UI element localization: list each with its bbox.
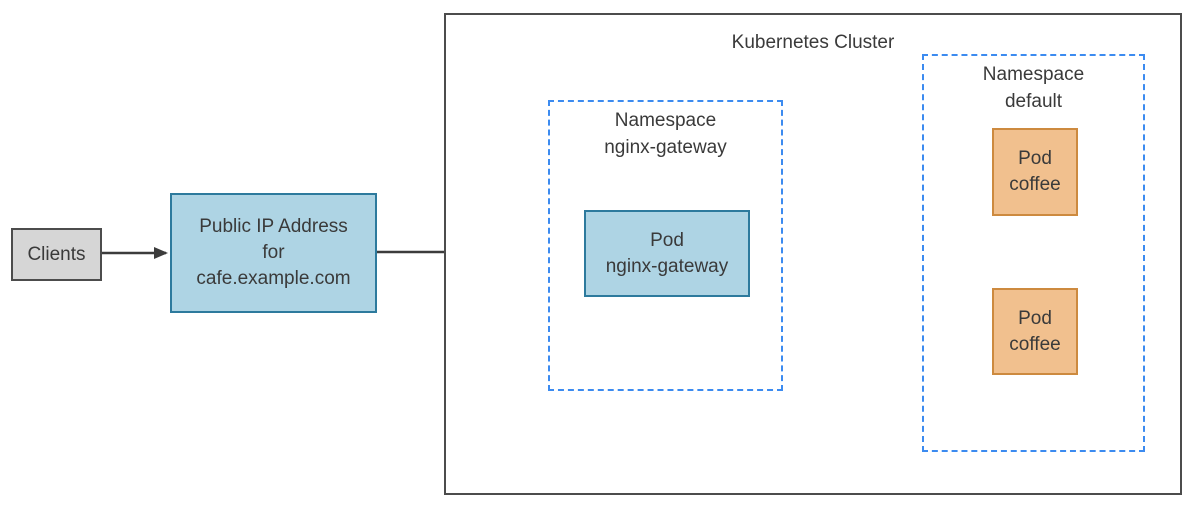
namespace-default-container: Namespace default (922, 54, 1145, 452)
pod-nginx-gateway-node: Pod nginx-gateway (584, 210, 750, 297)
pod-coffee-bottom-label-line2: coffee (1009, 333, 1061, 355)
public-ip-label-line3: cafe.example.com (196, 268, 351, 289)
pod-coffee-top-label-line2: coffee (1009, 174, 1061, 195)
kubernetes-cluster-container: Kubernetes Cluster (444, 13, 1182, 495)
clients-label: Clients (27, 243, 86, 265)
namespace-nginx-gateway-label: Namespace nginx-gateway (550, 107, 781, 161)
pod-nginx-gateway-label-line1: Pod (650, 229, 684, 251)
pod-coffee-top-node: Pod coffee (992, 128, 1078, 216)
namespace-nginx-gateway-label-line2: nginx-gateway (604, 137, 727, 158)
pod-coffee-top-label-line1: Pod (1018, 148, 1052, 169)
pod-nginx-gateway-label-line2: nginx-gateway (605, 255, 729, 277)
clients-node: Clients (11, 228, 102, 281)
pod-coffee-bottom-node: Pod coffee (992, 288, 1078, 375)
namespace-nginx-gateway-label-line1: Namespace (614, 110, 717, 131)
namespace-nginx-gateway-container: Namespace nginx-gateway (548, 100, 783, 391)
kubernetes-cluster-title: Kubernetes Cluster (731, 32, 895, 53)
namespace-default-label: Namespace default (924, 61, 1143, 115)
public-ip-label-line1: Public IP Address (199, 216, 348, 237)
namespace-default-label-line2: default (1004, 91, 1063, 112)
pod-coffee-bottom-label-line1: Pod (1018, 307, 1052, 329)
namespace-default-label-line1: Namespace (982, 64, 1085, 85)
public-ip-label-line2: for (262, 242, 285, 263)
public-ip-node: Public IP Address for cafe.example.com (170, 193, 377, 313)
